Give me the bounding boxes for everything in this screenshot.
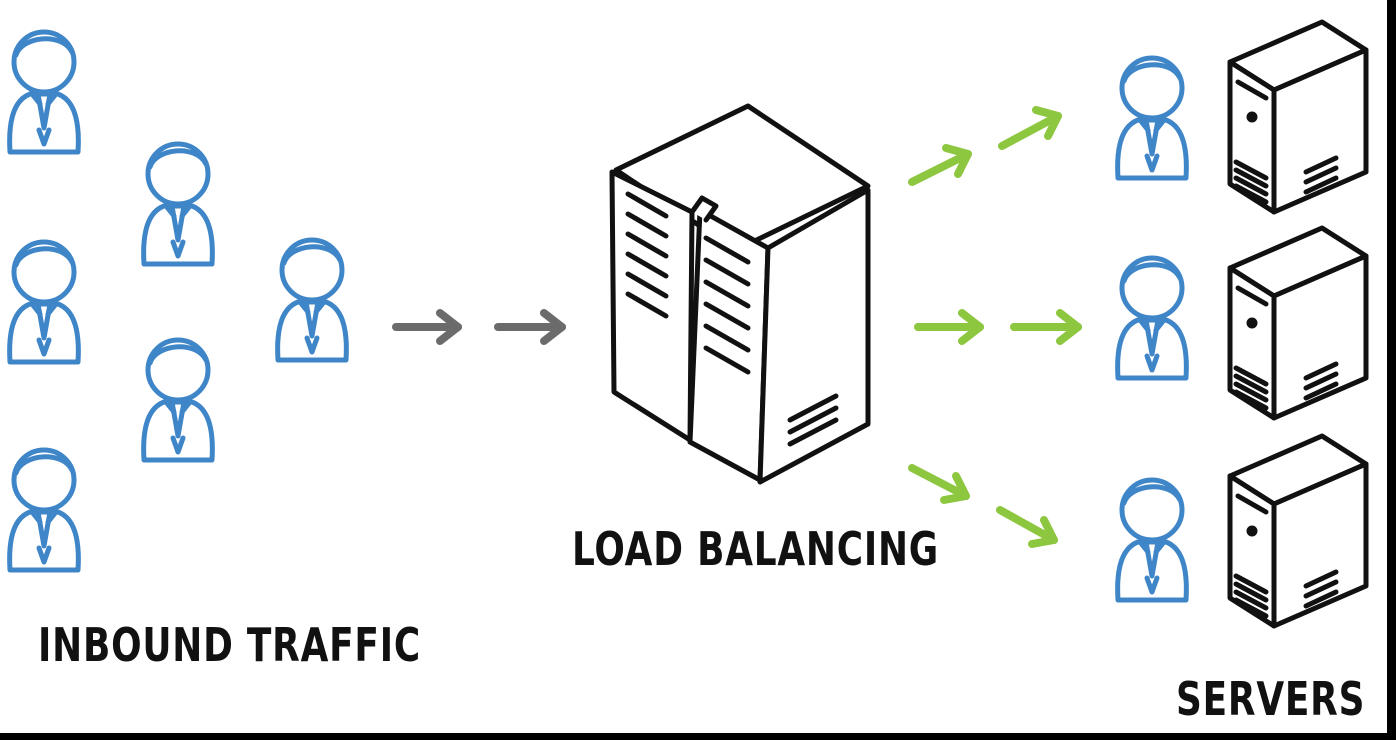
inbound-user-icon-3	[10, 242, 79, 362]
inbound-user-icon-1	[10, 32, 79, 152]
server-user-icon-2	[1118, 258, 1187, 378]
server-user-icon-3	[1118, 480, 1187, 600]
inbound-arrow-2	[494, 309, 566, 345]
inbound-user-icon-4	[278, 240, 347, 360]
outbound-arrow-bottom-1	[908, 464, 970, 504]
outbound-arrow-mid-2	[1010, 309, 1082, 345]
inbound-user-icon-5	[144, 340, 213, 460]
server-icon-2	[1230, 228, 1366, 418]
inbound-user-icon-6	[10, 450, 79, 570]
outbound-arrow-top-2	[998, 106, 1062, 150]
inbound-traffic-label: INBOUND TRAFFIC	[38, 618, 421, 672]
load-balancing-label: LOAD BALANCING	[572, 522, 940, 576]
outbound-arrow-bottom-2	[996, 506, 1058, 548]
outbound-arrow-top-1	[908, 144, 972, 186]
servers-label: SERVERS	[1176, 672, 1366, 726]
server-user-icon-1	[1118, 58, 1187, 178]
inbound-user-icon-2	[144, 144, 213, 264]
server-icon-3	[1230, 436, 1366, 626]
outbound-arrow-mid-1	[914, 309, 984, 345]
load-balancer-icon	[609, 103, 871, 485]
inbound-arrow-1	[392, 309, 462, 345]
server-icon-1	[1230, 22, 1366, 212]
